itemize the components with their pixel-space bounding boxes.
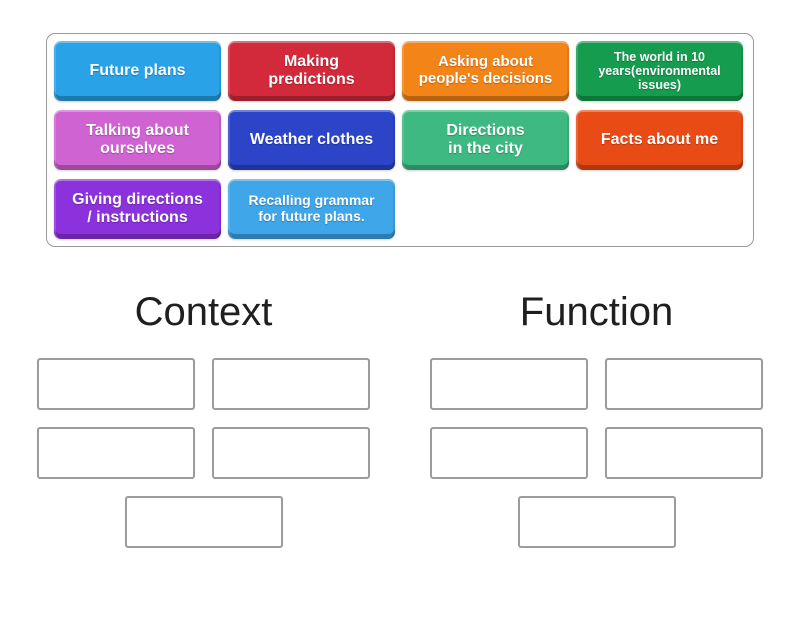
word-tile[interactable]: Weather clothes [228,110,395,170]
category-title: Function [519,290,674,334]
word-tile[interactable]: Giving directions/ instructions [54,179,221,239]
word-tile-label: Directions [446,121,525,139]
slot-grid [36,358,372,548]
word-tile-label: Making [283,52,340,70]
drop-slot[interactable] [212,358,370,410]
word-tile-label: in the city [448,140,523,157]
word-tile-label: for future plans. [258,208,365,224]
word-tile-label: Talking about [86,121,189,139]
word-tile-label: / instructions [87,209,188,226]
drop-slot[interactable] [605,358,763,410]
slot-grid [429,358,765,548]
word-tile[interactable]: Future plans [54,41,221,101]
drop-slot[interactable] [212,427,370,479]
word-tile-label: The world in 10 [614,49,705,64]
word-tile[interactable]: Facts about me [576,110,743,170]
drop-slot[interactable] [37,427,195,479]
word-tile-label: predictions [268,71,355,88]
category-groups: Context Function [0,287,800,548]
drop-slot[interactable] [517,496,676,548]
word-tile-label: ourselves [100,140,175,157]
word-tile-label: years(environmental [598,63,721,78]
word-tile-label: people's decisions [418,70,553,87]
drop-slot[interactable] [37,358,195,410]
word-tile-label: issues) [637,78,682,93]
word-tile-label: Future plans [89,61,186,79]
word-tile-label: Asking about [437,53,533,71]
word-tile-label: Weather clothes [249,130,374,148]
word-tile-label: Recalling grammar [248,192,375,209]
word-tile-label: Facts about me [600,130,719,148]
category-title: Context [134,290,273,334]
word-tile-label: Giving directions [72,190,203,208]
drop-slot[interactable] [430,427,588,479]
category-group-function: Function [429,287,765,548]
drop-slot[interactable] [124,496,283,548]
drop-slot[interactable] [605,427,763,479]
category-group-context: Context [36,287,372,548]
drop-slot[interactable] [430,358,588,410]
